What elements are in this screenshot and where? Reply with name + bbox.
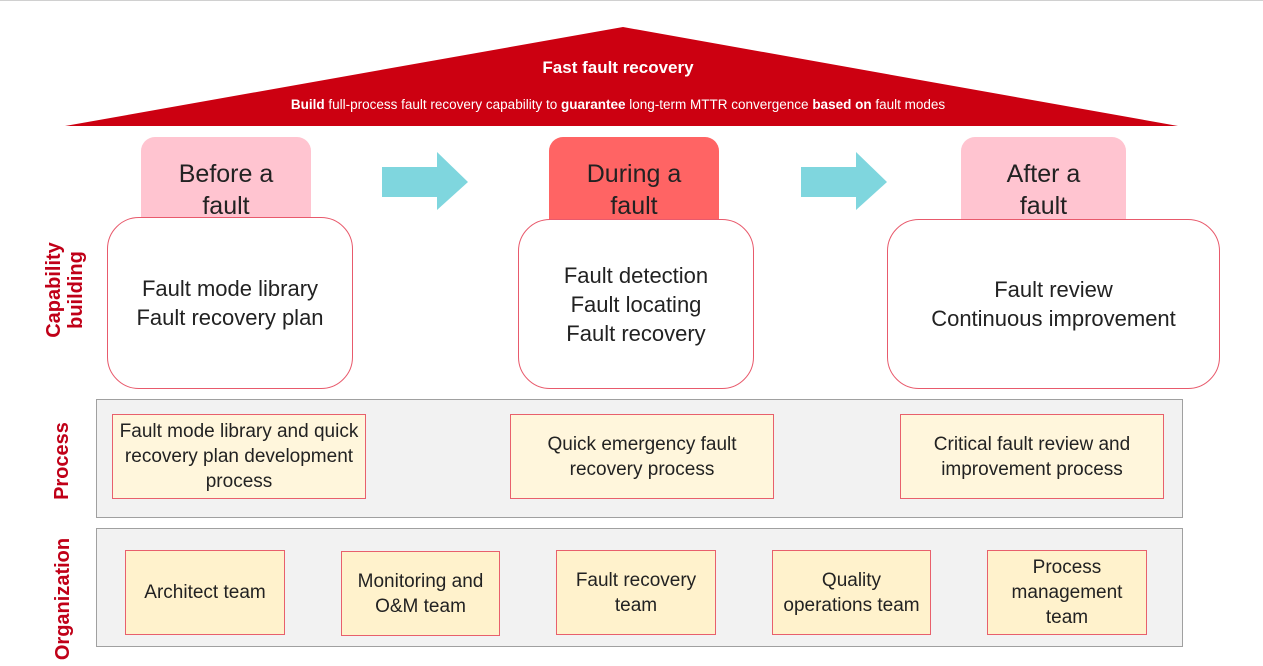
row-label-capability-building: Capability building [43,220,87,360]
capability-box-during: Fault detection Fault locating Fault rec… [518,219,754,389]
roof-title: Fast fault recovery [542,58,694,77]
roof-subtitle-part: fault modes [871,97,946,112]
capability-item: Fault recovery plan [136,305,324,330]
process-box: Quick emergency fault recovery process [510,414,774,499]
organization-box: Architect team [125,550,285,635]
capability-box-before: Fault mode library Fault recovery plan [107,217,353,389]
process-box: Critical fault review and improvement pr… [900,414,1164,499]
roof-subtitle-part: guarantee [560,97,626,112]
stage-label-line2: fault [202,192,250,220]
roof-subtitle-part: long-term MTTR convergence [625,97,813,112]
roof-subtitle: Build full-process fault recovery capabi… [180,97,1056,112]
right-arrow-icon [801,152,887,210]
stage-after-fault: After a fault [961,137,1126,227]
right-arrow-icon [382,152,468,210]
stage-during-fault: During a fault [549,137,719,227]
capability-item: Fault mode library [141,276,319,301]
row-label-organization: Organization [52,537,74,661]
capability-item: Fault review [994,277,1113,302]
stage-label-line1: During a [586,160,682,188]
row-label-line: Capability [43,242,65,338]
organization-box: Process management team [987,550,1147,635]
stage-label-line2: fault [610,192,658,220]
stage-label-line1: Before a [178,160,274,188]
stage-label-line1: After a [1006,160,1081,188]
top-border-line [0,0,1263,1]
row-label-line: building [65,251,87,329]
capability-item: Fault detection [563,262,709,288]
capability-box-after: Fault review Continuous improvement [887,219,1220,389]
organization-box: Quality operations team [772,550,931,635]
roof-subtitle-part: Build [290,97,325,112]
organization-box: Fault recovery team [556,550,716,635]
stage-label-line2: fault [1019,192,1068,220]
capability-item: Fault locating [570,291,702,317]
row-label-process: Process [51,422,73,500]
roof-shape [65,27,1178,126]
capability-item: Continuous improvement [931,306,1176,331]
organization-box: Monitoring and O&M team [341,551,500,636]
stage-before-fault: Before a fault [141,137,311,227]
roof-subtitle-part: based on [812,97,872,112]
process-box: Fault mode library and quick recovery pl… [112,414,366,499]
roof-subtitle-part: full-process fault recovery capability t… [324,97,561,112]
capability-item: Fault recovery [566,320,706,346]
